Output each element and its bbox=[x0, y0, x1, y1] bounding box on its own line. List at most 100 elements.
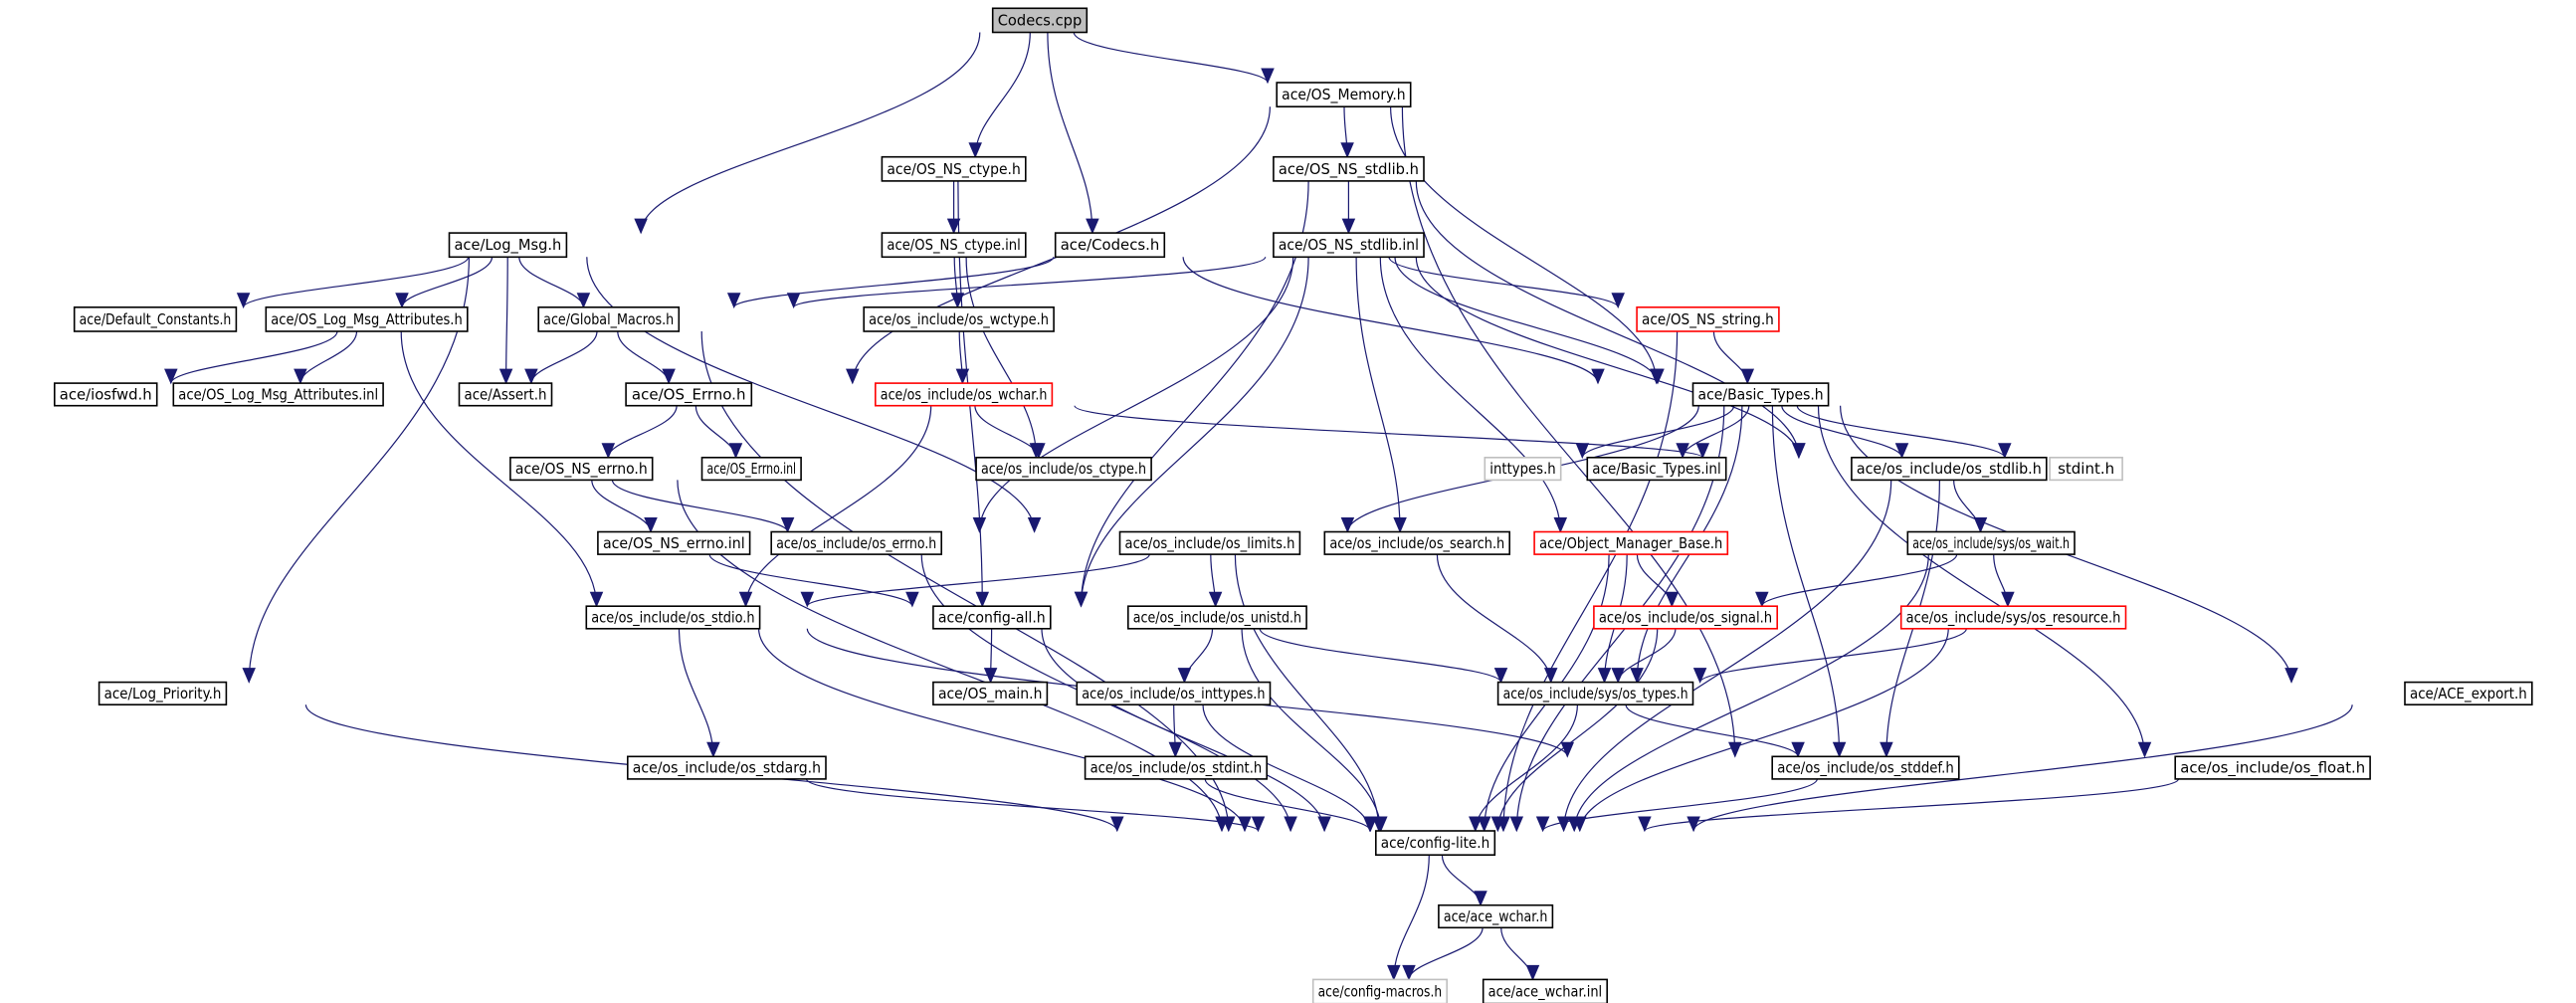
node-os-ns-errno-inl[interactable]: ace/OS_NS_errno.inl bbox=[597, 530, 751, 555]
node-box bbox=[537, 305, 681, 332]
node-os-signal[interactable]: ace/os_include/os_signal.h bbox=[1593, 605, 1779, 630]
node-os-errno-inl[interactable]: ace/OS_Errno.inl bbox=[700, 456, 802, 482]
node-os-resource[interactable]: ace/os_include/sys/os_resource.h bbox=[1899, 605, 2127, 630]
node-ace-export[interactable]: ace/ACE_export.h bbox=[2404, 681, 2533, 705]
arrowhead-icon bbox=[728, 443, 743, 460]
arrowhead-icon bbox=[1560, 741, 1575, 758]
node-box bbox=[1127, 605, 1307, 630]
arrowhead-icon bbox=[950, 293, 965, 309]
node-label: ace/OS_NS_errno.inl bbox=[603, 534, 745, 553]
edge-line bbox=[243, 257, 470, 308]
node-os-ns-stdlib-inl[interactable]: ace/OS_NS_stdlib.inl bbox=[1273, 232, 1425, 259]
edge-os_stdarg-to-config_lite bbox=[805, 778, 1266, 833]
node-label: ace/OS_NS_ctype.inl bbox=[887, 236, 1020, 255]
node-box bbox=[1323, 530, 1511, 555]
node-os-search[interactable]: ace/os_include/os_search.h bbox=[1323, 530, 1511, 555]
node-os-errno-h[interactable]: ace/OS_Errno.h bbox=[625, 382, 753, 407]
edge-line bbox=[1699, 628, 1967, 684]
edge-line bbox=[1692, 704, 2353, 832]
node-box bbox=[448, 232, 568, 259]
edge-line bbox=[694, 405, 737, 458]
node-box bbox=[626, 755, 827, 780]
node-log-priority[interactable]: ace/Log_Priority.h bbox=[98, 681, 228, 705]
arrowhead-icon bbox=[1215, 816, 1229, 833]
node-os-main[interactable]: ace/OS_main.h bbox=[932, 681, 1049, 705]
edge-os_errno_h-to-os_errno_inl bbox=[694, 405, 743, 460]
arrowhead-icon bbox=[1556, 816, 1571, 833]
node-box bbox=[975, 456, 1152, 482]
edge-config_lite-to-config_macros bbox=[1387, 855, 1430, 981]
edge-line bbox=[617, 330, 670, 384]
edge-os_ns_errno_inl-to-config_all bbox=[708, 553, 919, 608]
arrowhead-icon bbox=[242, 668, 256, 684]
node-basic-types[interactable]: ace/Basic_Types.h bbox=[1691, 382, 1830, 407]
node-os-log-msg-attr-inl[interactable]: ace/OS_Log_Msg_Attributes.inl bbox=[172, 382, 384, 407]
node-ace-wchar-h[interactable]: ace/ace_wchar.h bbox=[1438, 903, 1554, 929]
node-os-stdlib[interactable]: ace/os_include/os_stdlib.h bbox=[1851, 456, 2048, 482]
node-os-wctype[interactable]: ace/os_include/os_wctype.h bbox=[863, 305, 1055, 332]
edge-line bbox=[1496, 628, 1659, 832]
node-codecs-h[interactable]: ace/Codecs.h bbox=[1054, 232, 1166, 259]
node-object-manager-base[interactable]: ace/Object_Manager_Base.h bbox=[1533, 530, 1729, 555]
arrowhead-icon bbox=[800, 591, 815, 608]
node-os-float[interactable]: ace/os_include/os_float.h bbox=[2174, 755, 2371, 780]
arrowhead-icon bbox=[946, 218, 961, 235]
arrowhead-icon bbox=[1032, 443, 1046, 460]
node-os-stdint[interactable]: ace/os_include/os_stdint.h bbox=[1084, 755, 1268, 780]
node-os-ns-string[interactable]: ace/OS_NS_string.h bbox=[1636, 305, 1780, 332]
node-os-wchar[interactable]: ace/os_include/os_wchar.h bbox=[874, 382, 1054, 407]
node-box bbox=[932, 681, 1049, 705]
node-assert-h[interactable]: ace/Assert.h bbox=[458, 382, 553, 407]
arrowhead-icon bbox=[1387, 964, 1401, 981]
node-os-errno-inc[interactable]: ace/os_include/os_errno.h bbox=[770, 530, 943, 555]
node-ace-wchar-inl[interactable]: ace/ace_wchar.inl bbox=[1482, 978, 1608, 1003]
node-os-types[interactable]: ace/os_include/sys/os_types.h bbox=[1496, 681, 1694, 705]
arrowhead-icon bbox=[1535, 816, 1550, 833]
node-os-limits[interactable]: ace/os_include/os_limits.h bbox=[1118, 530, 1301, 555]
node-global-macros[interactable]: ace/Global_Macros.h bbox=[537, 305, 681, 332]
arrowhead-icon bbox=[1597, 668, 1612, 684]
node-os-wait[interactable]: ace/os_include/sys/os_wait.h bbox=[1906, 530, 2076, 555]
edge-line bbox=[586, 257, 1036, 532]
node-os-unistd[interactable]: ace/os_include/os_unistd.h bbox=[1127, 605, 1307, 630]
edge-line bbox=[1202, 704, 1371, 832]
node-os-inttypes[interactable]: ace/os_include/os_inttypes.h bbox=[1076, 681, 1272, 705]
edge-codecs_h-to-global_macros bbox=[726, 257, 1055, 309]
node-os-ns-ctype[interactable]: ace/OS_NS_ctype.h bbox=[881, 155, 1027, 182]
node-os-ns-errno[interactable]: ace/OS_NS_errno.h bbox=[509, 456, 654, 482]
edge-line bbox=[400, 330, 598, 607]
arrowhead-icon bbox=[1177, 668, 1192, 684]
edge-os_ns_stdlib_inl-to-config_all bbox=[1074, 257, 1309, 608]
node-os-stdarg[interactable]: ace/os_include/os_stdarg.h bbox=[626, 755, 827, 780]
edge-line bbox=[591, 480, 652, 532]
node-iosfwd[interactable]: ace/iosfwd.h bbox=[53, 382, 158, 407]
node-config-all[interactable]: ace/config-all.h bbox=[932, 605, 1052, 630]
arrowhead-icon bbox=[1110, 816, 1124, 833]
arrowhead-icon bbox=[601, 443, 616, 460]
edge-os_unistd-to-config_lite bbox=[1241, 628, 1388, 833]
edge-line bbox=[170, 330, 338, 384]
node-log-msg[interactable]: ace/Log_Msg.h bbox=[448, 232, 568, 259]
arrowhead-icon bbox=[1676, 443, 1689, 460]
node-os-stdio[interactable]: ace/os_include/os_stdio.h bbox=[585, 605, 761, 630]
node-os-ns-ctype-inl[interactable]: ace/OS_NS_ctype.inl bbox=[881, 232, 1027, 259]
arrowhead-icon bbox=[1894, 443, 1909, 460]
node-os-stddef[interactable]: ace/os_include/os_stddef.h bbox=[1771, 755, 1960, 780]
arrowhead-icon bbox=[1791, 741, 1805, 758]
node-basic-types-inl[interactable]: ace/Basic_Types.inl bbox=[1586, 456, 1727, 482]
node-default-constants[interactable]: ace/Default_Constants.h bbox=[73, 305, 238, 332]
node-os-memory[interactable]: ace/OS_Memory.h bbox=[1276, 82, 1412, 108]
node-config-lite[interactable]: ace/config-lite.h bbox=[1375, 830, 1496, 857]
arrowhead-icon bbox=[662, 368, 676, 385]
node-os-log-msg-attr[interactable]: ace/OS_Log_Msg_Attributes.h bbox=[265, 305, 469, 332]
edge-line bbox=[1502, 330, 1679, 832]
node-box bbox=[1586, 456, 1727, 482]
node-label: ace/Object_Manager_Base.h bbox=[1539, 534, 1722, 553]
arrowhead-icon bbox=[1402, 964, 1416, 981]
node-label: ace/Assert.h bbox=[465, 385, 547, 403]
node-label: ace/OS_Log_Msg_Attributes.inl bbox=[178, 385, 378, 404]
edge-global_macros-to-os_errno_h bbox=[617, 330, 676, 385]
node-os-ctype[interactable]: ace/os_include/os_ctype.h bbox=[975, 456, 1152, 482]
node-os-ns-stdlib[interactable]: ace/OS_NS_stdlib.h bbox=[1273, 155, 1425, 182]
